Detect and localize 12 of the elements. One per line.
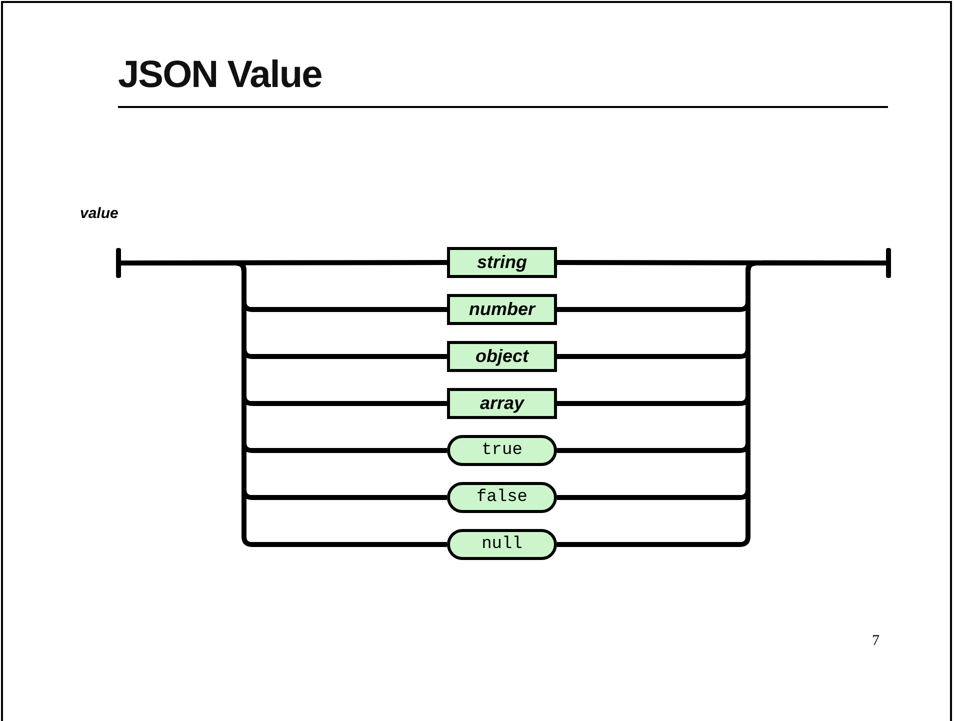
terminal-token: true bbox=[447, 435, 557, 466]
terminal-token: null bbox=[447, 529, 557, 560]
terminal-token: false bbox=[447, 482, 557, 513]
slide-title: JSON Value bbox=[118, 53, 322, 98]
page-number: 7 bbox=[872, 632, 880, 651]
end-bar bbox=[886, 248, 891, 278]
nonterminal-box: array bbox=[447, 388, 557, 419]
nonterminal-box: number bbox=[447, 294, 557, 325]
rule-name: value bbox=[80, 204, 118, 224]
nonterminal-box: string bbox=[447, 247, 557, 278]
end-bar bbox=[116, 248, 121, 278]
nonterminal-box: object bbox=[447, 341, 557, 372]
